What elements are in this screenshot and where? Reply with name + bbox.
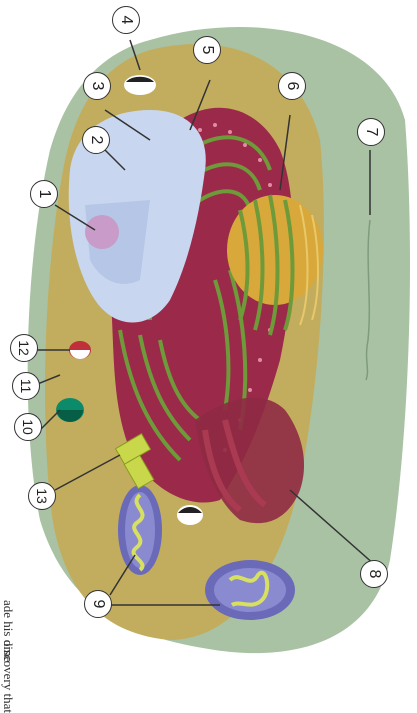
callout-11: 11	[12, 372, 40, 400]
mitochondrion-1	[118, 485, 162, 575]
callout-10: 10	[14, 413, 42, 441]
callout-7: 7	[357, 118, 385, 146]
callout-13: 13	[28, 482, 56, 510]
callout-8: 8	[360, 560, 388, 588]
vesicle-10	[56, 398, 84, 422]
page-fragment-bottom: ome	[0, 640, 16, 662]
cell-illustration	[0, 0, 417, 687]
callout-4: 4	[112, 6, 140, 34]
cell-diagram: ade his discovery that ome	[0, 0, 417, 687]
callout-6: 6	[278, 72, 306, 100]
mitochondrion-2	[205, 560, 295, 620]
callout-12: 12	[10, 334, 38, 362]
callout-3: 3	[83, 72, 111, 100]
vesicle-4	[124, 75, 156, 95]
callout-5: 5	[193, 36, 221, 64]
callout-1: 1	[30, 180, 58, 208]
vesicle-white	[177, 505, 203, 525]
callout-2: 2	[82, 126, 110, 154]
nucleolus	[85, 215, 119, 249]
vesicle-12	[69, 341, 91, 359]
callout-9: 9	[84, 590, 112, 618]
